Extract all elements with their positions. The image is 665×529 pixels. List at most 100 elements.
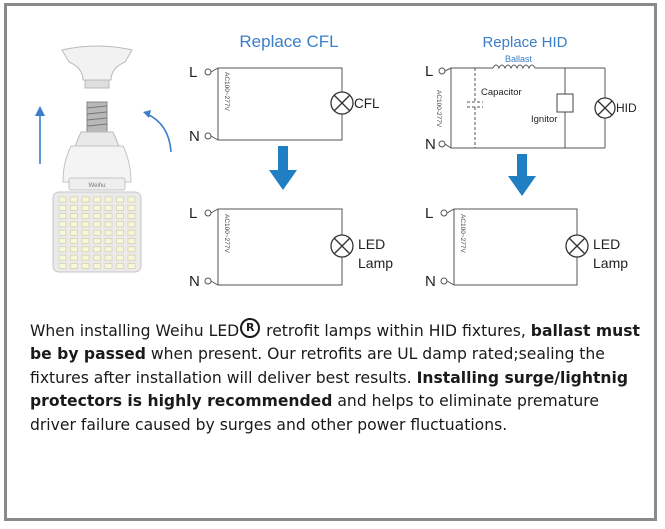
- led-chip: [104, 221, 113, 228]
- led-chip: [127, 229, 136, 236]
- led-chip: [81, 196, 90, 203]
- caption-bold-surge: Installing surge/lightnig protectors is …: [30, 368, 629, 411]
- led-chip: [93, 263, 101, 269]
- led-chips: [58, 196, 136, 269]
- led-chip: [93, 246, 101, 253]
- led-chip: [70, 213, 78, 219]
- led-chip: [127, 213, 136, 219]
- led-left-lamp-label-1: LED: [358, 236, 385, 252]
- led-chip: [58, 221, 67, 228]
- cfl-title: Replace CFL: [239, 32, 338, 51]
- led-chip: [93, 221, 101, 228]
- led-chip: [127, 263, 136, 269]
- led-chip: [81, 263, 90, 269]
- led-left-terminal-l: L: [189, 205, 197, 222]
- led-chip: [81, 213, 90, 219]
- cfl-voltage: AC100~277V: [223, 72, 230, 112]
- led-chip: [116, 205, 124, 211]
- caption-part1: When installing Weihu LED: [30, 322, 240, 340]
- ignitor-symbol: [556, 93, 574, 113]
- led-chip: [127, 196, 136, 203]
- led-chip: [93, 205, 101, 211]
- ballast-coil: [492, 64, 536, 70]
- arrow-down-left: [269, 146, 297, 190]
- led-chip: [104, 205, 113, 211]
- rotate-arrow-right: [146, 113, 172, 153]
- led-chip: [81, 254, 90, 261]
- caption-bold-ballast: ballast must be by passed: [30, 322, 640, 364]
- led-chip: [93, 213, 101, 219]
- led-chip: [127, 205, 136, 211]
- registered-mark: R: [240, 318, 261, 338]
- cfl-circuit: Replace CFL L N AC100~277V CFL: [189, 32, 380, 145]
- cfl-lamp-label: CFL: [354, 96, 380, 111]
- product-label: Weihu: [89, 183, 106, 189]
- led-left-terminal-n: N: [189, 273, 200, 290]
- wiring-diagram: Weihu Replace CFL L N AC100~277V CFL Rep…: [35, 32, 637, 290]
- led-left-lamp-label-2: Lamp: [358, 255, 393, 271]
- led-left-voltage: AC100~277V: [223, 214, 230, 254]
- led-chip: [104, 238, 113, 244]
- led-chip: [81, 221, 90, 228]
- screw-base: [86, 101, 108, 133]
- led-chip: [58, 229, 67, 236]
- led-right-lamp-label-2: Lamp: [593, 255, 628, 271]
- led-chip: [127, 238, 136, 244]
- led-chip: [58, 263, 67, 269]
- led-chip: [70, 263, 78, 269]
- led-chip: [104, 196, 113, 203]
- led-circuit-left: L N AC100~277V LED Lamp: [189, 205, 393, 290]
- led-chip: [116, 221, 124, 228]
- led-chip: [104, 213, 113, 219]
- led-chip: [116, 196, 124, 203]
- led-chip: [70, 221, 78, 228]
- led-chip: [104, 229, 113, 236]
- led-chip: [70, 246, 78, 253]
- hid-terminal-l: L: [425, 63, 433, 80]
- led-chip: [116, 263, 124, 269]
- led-right-terminal-n: N: [425, 273, 436, 290]
- led-chip: [58, 246, 67, 253]
- led-chip: [93, 229, 101, 236]
- led-chip: [70, 229, 78, 236]
- cfl-terminal-l: L: [189, 64, 197, 81]
- led-chip: [104, 254, 113, 261]
- led-chip: [58, 196, 67, 203]
- led-chip: [116, 254, 124, 261]
- ballast-label: Ballast: [505, 54, 533, 64]
- caption-part4: and helps to eliminate premature driver …: [30, 392, 599, 434]
- led-right-terminal-l: L: [425, 205, 433, 222]
- led-right-voltage: AC100~277V: [459, 214, 466, 254]
- led-chip: [116, 238, 124, 244]
- hid-voltage: AC100-277V: [435, 90, 442, 128]
- led-circuit-right: L N AC100~277V LED Lamp: [425, 205, 628, 290]
- led-chip: [70, 196, 78, 203]
- led-chip: [116, 213, 124, 219]
- led-chip: [58, 205, 67, 211]
- led-chip: [70, 254, 78, 261]
- led-chip: [58, 213, 67, 219]
- led-chip: [127, 254, 136, 261]
- corn-lamp-illustration: Weihu: [35, 45, 172, 273]
- led-chip: [81, 229, 90, 236]
- led-chip: [93, 196, 101, 203]
- caption-part2: retrofit lamps within HID fixtures,: [261, 322, 531, 340]
- led-chip: [81, 246, 90, 253]
- hid-lamp-label: HID: [616, 101, 637, 115]
- led-chip: [116, 229, 124, 236]
- led-chip: [104, 246, 113, 253]
- led-chip: [93, 254, 101, 261]
- led-chip: [127, 221, 136, 228]
- hid-circuit: Replace HID L N Ballast AC100-277V Capac…: [425, 34, 637, 153]
- led-chip: [58, 254, 67, 261]
- led-chip: [104, 263, 113, 269]
- led-chip: [93, 238, 101, 244]
- led-chip: [81, 238, 90, 244]
- led-chip: [70, 205, 78, 211]
- led-chip: [58, 238, 67, 244]
- led-chip: [81, 205, 90, 211]
- caption-part3: when present. Our retrofits are UL damp …: [30, 345, 605, 387]
- led-right-lamp-label-1: LED: [593, 236, 620, 252]
- ignitor-label: Ignitor: [531, 114, 557, 125]
